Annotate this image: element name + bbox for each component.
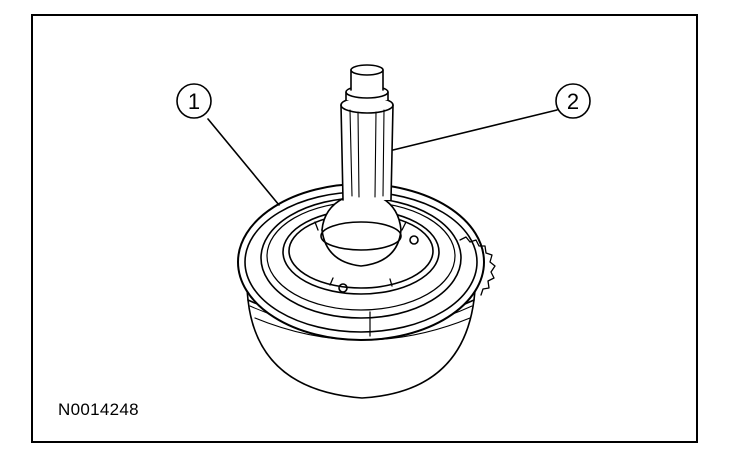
figure-code: N0014248 xyxy=(58,400,139,419)
callout-1-leader xyxy=(207,118,280,206)
callout-2-leader xyxy=(392,109,558,151)
callout-1-circle xyxy=(176,83,212,119)
callout-2-circle xyxy=(555,83,591,119)
input-shaft xyxy=(320,64,402,267)
callout-2-number: 2 xyxy=(567,89,579,114)
callout-1: 1 xyxy=(176,83,280,206)
callout-2: 2 xyxy=(392,83,591,151)
callout-1-number: 1 xyxy=(188,89,200,114)
